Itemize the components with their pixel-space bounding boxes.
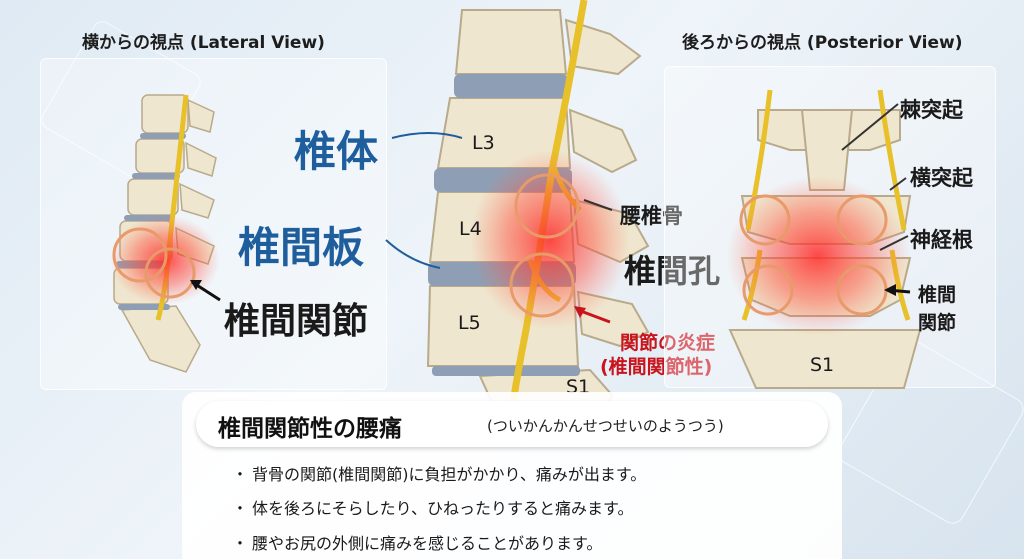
label-intervertebral-foramen: 椎間孔 [624, 252, 721, 290]
label-facet-joint-line1: 椎間 [918, 284, 957, 306]
posterior-s1-label: S1 [810, 354, 835, 376]
label-transverse-process: 横突起 [910, 166, 973, 190]
info-bullet: 腰やお尻の外側に痛みを感じることがあります。 [232, 530, 602, 554]
vertebra-l3-label: L3 [472, 132, 495, 154]
info-box-reading: (ついかんかんせつせいのようつう) [487, 417, 724, 435]
vertebra-l5-label: L5 [458, 312, 481, 334]
label-inflammation: 関節の炎症 [620, 332, 716, 354]
lateral-label-facet-joint: 椎間関節 [224, 301, 369, 342]
label-spinous-process: 棘突起 [900, 98, 963, 122]
info-bullet: 体を後ろにそらしたり、ひねったりすると痛みます。 [232, 495, 633, 519]
label-lumbar-vertebra: 腰椎骨 [620, 204, 683, 228]
label-intervertebral-disc: 椎間板 [238, 223, 365, 272]
info-box-title: 椎間関節性の腰痛 [218, 416, 402, 442]
label-nerve-root: 神経根 [910, 228, 973, 252]
posterior-view-title: 後ろからの視点 (Posterior View) [682, 33, 963, 53]
info-box-title-bar: 椎間関節性の腰痛 (ついかんかんせつせいのようつう) [196, 401, 828, 447]
vertebra-l4-label: L4 [459, 218, 482, 240]
label-vertebral-body: 椎体 [294, 127, 379, 176]
label-inflammation-note: (椎間関節性) [600, 356, 713, 378]
info-bullet: 背骨の関節(椎間関節)に負担がかかり、痛みが出ます。 [232, 461, 646, 485]
label-facet-joint-line2: 関節 [918, 312, 957, 334]
lateral-view-title: 横からの視点 (Lateral View) [82, 33, 325, 53]
